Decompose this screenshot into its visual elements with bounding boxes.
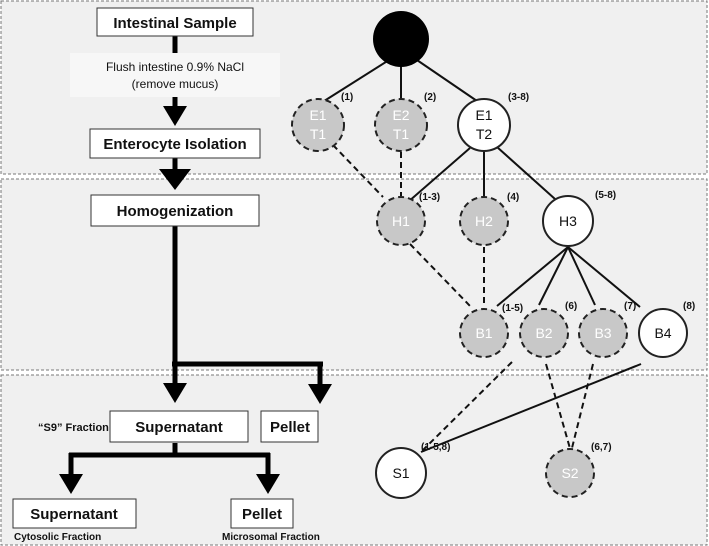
cytosolic-fraction-label: Cytosolic Fraction <box>14 532 101 543</box>
node-h1: H1 <box>376 196 426 246</box>
svg-text:Supernatant: Supernatant <box>135 419 223 436</box>
node-e1t2-annotation: (3-8) <box>508 92 529 103</box>
svg-text:T1: T1 <box>310 126 327 142</box>
node-h2: H2 <box>459 196 509 246</box>
node-b4: B4 <box>638 308 688 358</box>
node-s2: S2 <box>545 448 595 498</box>
node-h3-annotation: (5-8) <box>595 190 616 201</box>
node-s1-annotation: (1-5,8) <box>421 442 450 453</box>
svg-text:Enterocyte Isolation: Enterocyte Isolation <box>103 136 246 153</box>
svg-text:T2: T2 <box>476 126 493 142</box>
tree-dashed-edges <box>332 144 594 453</box>
svg-text:E2: E2 <box>392 107 409 123</box>
svg-text:B4: B4 <box>654 325 671 341</box>
node-h2-annotation: (4) <box>507 192 519 203</box>
svg-text:Pellet: Pellet <box>270 419 310 436</box>
s9-fraction-label: “S9” Fraction <box>38 422 109 434</box>
svg-text:H1: H1 <box>392 213 410 229</box>
node-b2-annotation: (6) <box>565 301 577 312</box>
node-b2: B2 <box>519 308 569 358</box>
flush-note-line1: Flush intestine 0.9% NaCl <box>106 60 244 74</box>
supernatant-cytosolic-box: Supernatant <box>12 498 137 529</box>
node-h3: H3 <box>542 195 594 247</box>
flow-arrows <box>59 36 332 494</box>
node-e2t1: E2 T1 <box>374 98 428 152</box>
svg-text:S2: S2 <box>561 465 578 481</box>
svg-text:Supernatant: Supernatant <box>30 506 118 523</box>
svg-text:B3: B3 <box>594 325 611 341</box>
node-e2t1-annotation: (2) <box>424 92 436 103</box>
root-node <box>373 11 429 67</box>
homogenization-box: Homogenization <box>90 194 260 227</box>
flush-note-bg <box>70 53 280 97</box>
node-s1: S1 <box>375 447 427 499</box>
svg-text:H2: H2 <box>475 213 493 229</box>
tree-solid-edges <box>320 57 642 453</box>
node-e1t2: E1 T2 <box>457 98 511 152</box>
svg-text:H3: H3 <box>559 213 577 229</box>
svg-text:T1: T1 <box>393 126 410 142</box>
flush-note-line2: (remove mucus) <box>132 77 219 91</box>
svg-text:B1: B1 <box>475 325 492 341</box>
microsomal-fraction-label: Microsomal Fraction <box>222 532 320 543</box>
svg-text:B2: B2 <box>535 325 552 341</box>
svg-text:Pellet: Pellet <box>242 506 282 523</box>
intestinal-sample-box: Intestinal Sample <box>96 7 254 37</box>
svg-text:Homogenization: Homogenization <box>117 203 234 220</box>
node-e1t1: E1 T1 <box>291 98 345 152</box>
svg-text:Intestinal Sample: Intestinal Sample <box>113 15 236 32</box>
svg-text:E1: E1 <box>475 107 492 123</box>
enterocyte-isolation-box: Enterocyte Isolation <box>89 128 261 159</box>
node-b1-annotation: (1-5) <box>502 303 523 314</box>
node-b1: B1 <box>459 308 509 358</box>
node-e1t1-annotation: (1) <box>341 92 353 103</box>
pellet-box: Pellet <box>260 410 319 443</box>
node-b3: B3 <box>578 308 628 358</box>
node-s2-annotation: (6,7) <box>591 442 612 453</box>
node-b4-annotation: (8) <box>683 301 695 312</box>
supernatant-box: Supernatant <box>109 410 249 443</box>
node-b3-annotation: (7) <box>624 301 636 312</box>
svg-text:E1: E1 <box>309 107 326 123</box>
svg-text:S1: S1 <box>392 465 409 481</box>
node-h1-annotation: (1-3) <box>419 192 440 203</box>
pellet-microsomal-box: Pellet <box>230 498 294 529</box>
